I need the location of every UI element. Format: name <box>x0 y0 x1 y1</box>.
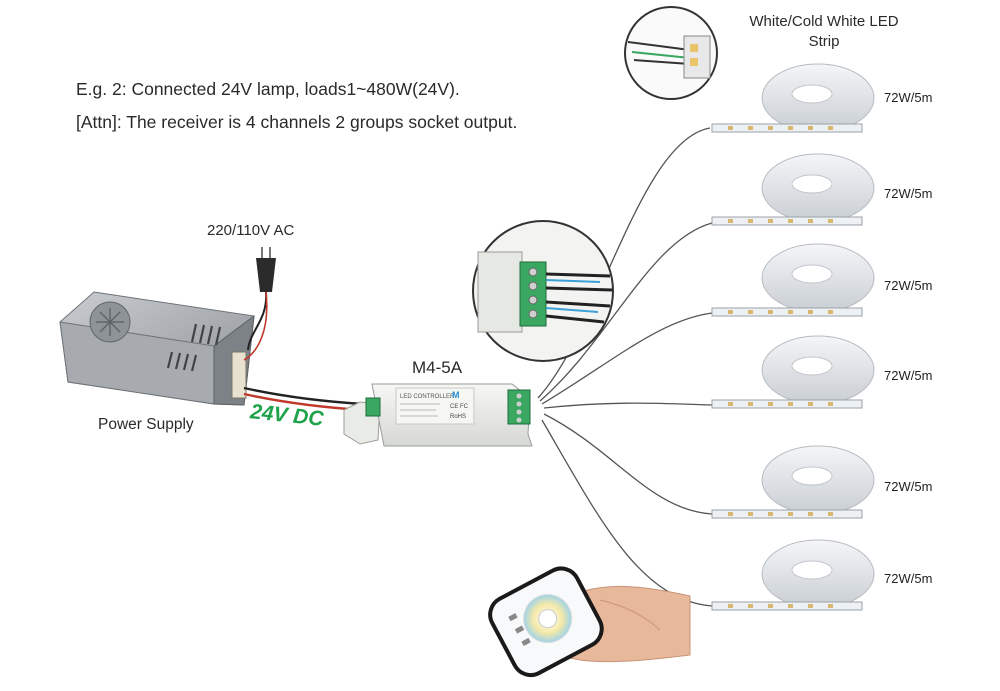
led-reel-4 <box>711 335 875 409</box>
hand-remote <box>488 566 691 678</box>
led-reel-1 <box>711 63 875 133</box>
strip-power-label-6: 72W/5m <box>884 571 933 586</box>
strip-type-label: White/Cold White LED Strip <box>749 13 899 50</box>
note-attention-line: [Attn]: The receiver is 4 channels 2 gro… <box>76 112 518 132</box>
led-reel-6 <box>711 539 875 611</box>
led-reel-5 <box>711 445 875 519</box>
ac-plug <box>243 247 276 361</box>
printed-brand: LED CONTROLLER <box>400 394 455 400</box>
led-reel-2 <box>711 153 875 226</box>
printed-logo: M <box>452 390 460 400</box>
led-reel-3 <box>711 243 875 317</box>
led-strip-reels <box>711 63 875 611</box>
note-example-line: E.g. 2: Connected 24V lamp, loads1~480W(… <box>76 79 460 99</box>
receiver-m4-5a: LED CONTROLLER M CE FC RoHS <box>343 383 533 447</box>
strip-power-label-3: 72W/5m <box>884 278 933 293</box>
strip-power-label-1: 72W/5m <box>884 90 933 105</box>
receiver-terminal-zoom <box>472 220 614 362</box>
receiver-model-label: M4-5A <box>412 358 463 377</box>
power-supply-label: Power Supply <box>98 416 194 433</box>
printed-rohs: RoHS <box>450 414 466 420</box>
strip-power-label-5: 72W/5m <box>884 479 933 494</box>
ac-input-label: 220/110V AC <box>207 222 295 239</box>
printed-ce: CE FC <box>450 404 469 410</box>
strip-power-label-2: 72W/5m <box>884 186 933 201</box>
strip-connector-zoom <box>624 6 718 100</box>
strip-power-label-4: 72W/5m <box>884 368 933 383</box>
power-supply <box>59 291 255 406</box>
output-cables <box>537 127 713 607</box>
